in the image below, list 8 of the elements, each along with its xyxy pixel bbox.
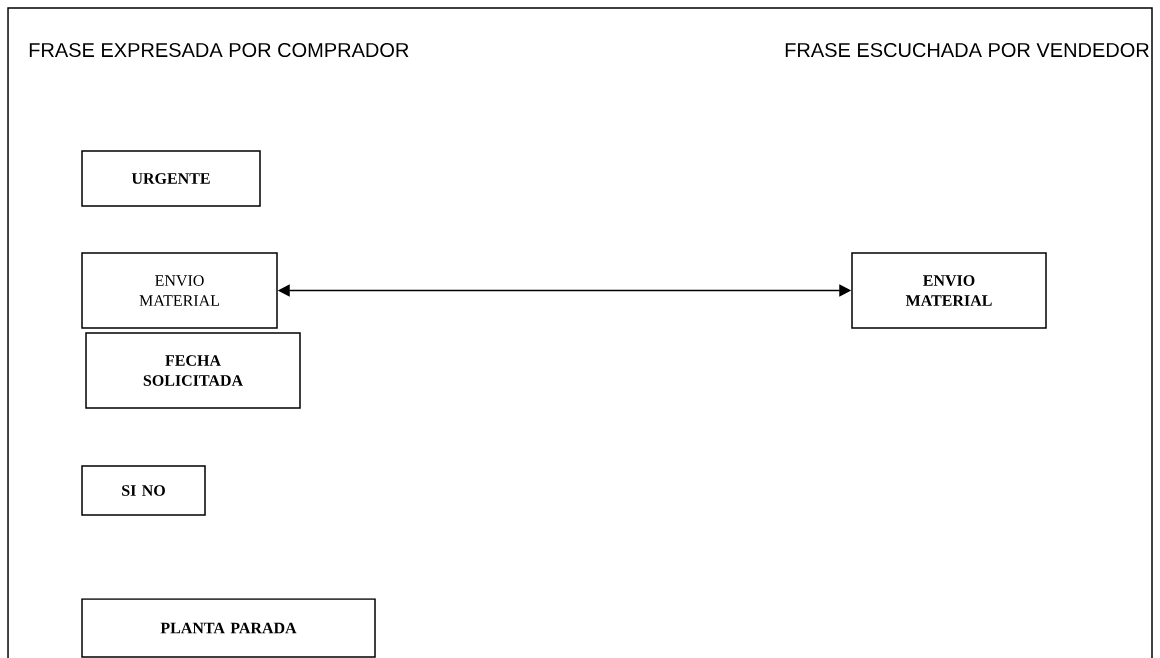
text-box: PLANTA PARADA [81, 598, 376, 658]
text-box: ENVIO MATERIAL [81, 252, 278, 329]
text-box: SI NO [81, 465, 206, 516]
text-box: FECHA SOLICITADA [85, 332, 301, 409]
heading: FRASE ESCUCHADA POR VENDEDOR [785, 42, 1149, 58]
text-box: URGENTE [81, 150, 261, 207]
text-box: ENVIO MATERIAL [851, 252, 1047, 329]
heading: FRASE EXPRESADA POR COMPRADOR [29, 42, 409, 58]
